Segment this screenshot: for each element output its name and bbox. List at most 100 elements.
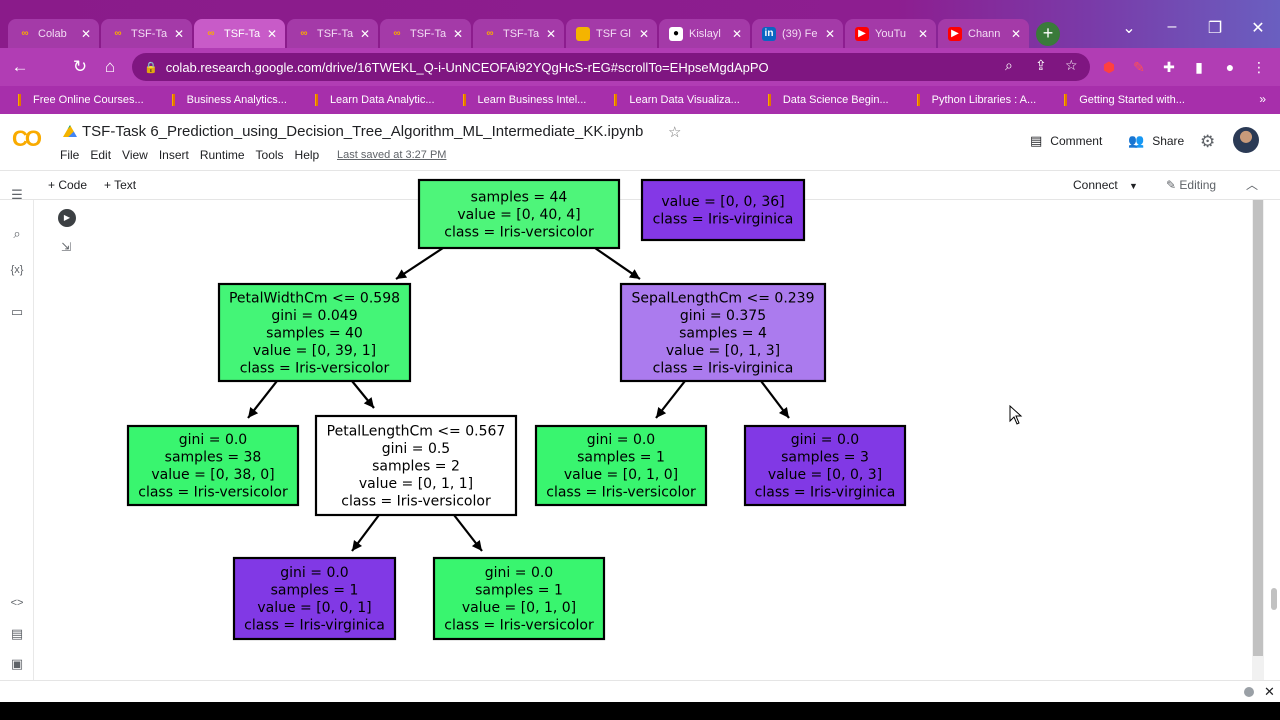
share-page-icon[interactable]: ⇪ [1035,57,1047,73]
star-icon[interactable]: ☆ [668,124,682,141]
tab-close-icon[interactable]: ✕ [173,26,185,41]
browser-tab-label: TSF-Ta [503,27,540,40]
close-window-icon[interactable]: ✕ [1251,20,1265,37]
menu-item-file[interactable]: File [60,148,80,162]
tab-search-chevron-icon[interactable]: ⌄ [1122,20,1136,37]
colab-logo[interactable]: CO [12,126,42,151]
browser-tab[interactable]: ●Kislayl✕ [659,19,750,48]
tab-close-icon[interactable]: ✕ [452,26,464,41]
connect-button[interactable]: Connect ▼ [1073,178,1138,192]
page-scrollbar-track[interactable] [1268,200,1280,680]
browser-tab-label: YouTu [875,27,906,40]
back-arrow-icon[interactable]: ← [11,57,29,76]
gear-icon[interactable]: ⚙ [1200,132,1216,151]
restore-window-icon[interactable]: ❐ [1207,20,1223,37]
bookmark-item[interactable]: Learn Data Analytic... [314,94,435,106]
extensions-puzzle-icon[interactable]: ✚ [1163,59,1175,75]
extension-shield-icon[interactable]: ⬢ [1102,59,1116,75]
new-tab-button[interactable]: + [1036,22,1060,46]
drive-icon[interactable] [63,125,77,137]
home-icon[interactable]: ⌂ [104,57,116,76]
browser-tab[interactable]: in(39) Fe✕ [752,19,843,48]
bookmark-item[interactable]: Free Online Courses... [18,94,144,106]
bookmark-item[interactable]: Learn Business Intel... [462,94,586,106]
command-palette-icon[interactable]: ▤ [10,626,24,641]
bookmark-item[interactable]: Data Science Begin... [767,94,889,106]
chrome-menu-icon[interactable]: ⋮ [1252,59,1266,75]
bookmark-item[interactable]: Getting Started with... [1064,94,1185,106]
avatar[interactable] [1233,127,1259,153]
tab-close-icon[interactable]: ✕ [80,26,92,41]
bookmark-label: Python Libraries : A... [931,94,1037,106]
terminal-icon[interactable]: ▣ [10,656,24,671]
tab-close-icon[interactable]: ✕ [638,26,650,41]
tab-close-icon[interactable]: ✕ [266,26,278,41]
tab-close-icon[interactable]: ✕ [824,26,836,41]
tab-close-icon[interactable]: ✕ [731,26,743,41]
profile-avatar-icon[interactable]: ● [1225,59,1235,75]
bookmark-item[interactable]: Learn Data Visualiza... [614,94,740,106]
tree-node-top-right: value = [0, 0, 36]class = Iris-virginica [640,178,806,242]
menu-item-insert[interactable]: Insert [158,148,189,162]
tree-node-text: class = Iris-virginica [653,212,794,228]
menu-item-runtime[interactable]: Runtime [199,148,245,162]
browser-tab[interactable]: ∞TSF-Ta✕ [287,19,378,48]
menu-item-help[interactable]: Help [294,148,320,162]
menu-item-edit[interactable]: Edit [90,148,112,162]
output-menu-icon[interactable]: ⇲ [61,240,72,254]
folder-icon[interactable]: ▭ [10,304,24,319]
browser-tab[interactable]: TSF Gl✕ [566,19,657,48]
tab-close-icon[interactable]: ✕ [1010,26,1022,41]
bookmark-favicon-icon [18,94,21,106]
reload-icon[interactable]: ↻ [72,57,88,76]
side-panel-icon[interactable]: ▮ [1195,59,1203,75]
tree-node-text: gini = 0.049 [271,308,357,324]
notebook-title[interactable]: TSF-Task 6_Prediction_using_Decision_Tre… [82,123,644,140]
bookmarks-overflow-icon[interactable]: » [1259,92,1266,106]
browser-tab[interactable]: ∞TSF-Ta✕ [101,19,192,48]
browser-tab[interactable]: ∞TSF-Ta✕ [473,19,564,48]
extension-tool-icon[interactable]: ✎ [1133,59,1145,75]
menu-item-tools[interactable]: Tools [255,148,284,162]
page-scrollbar-thumb[interactable] [1271,588,1277,610]
zoom-search-icon[interactable]: ⌕ [1005,57,1013,73]
menu-item-view[interactable]: View [122,148,148,162]
table-of-contents-icon[interactable]: ☰ [11,187,23,202]
browser-tab[interactable]: ∞Colab✕ [8,19,99,48]
minimize-window-icon[interactable]: – [1167,18,1177,35]
variables-icon[interactable]: {x} [10,264,24,276]
run-cell-button[interactable]: ▶ [58,209,76,227]
address-bar[interactable]: 🔒 colab.research.google.com/drive/16TWEK… [132,53,1090,81]
tree-node-text: value = [0, 1, 0] [564,467,678,483]
browser-tab[interactable]: ∞TSF-Ta✕ [380,19,471,48]
browser-tab[interactable]: ∞TSF-Ta✕ [194,19,285,48]
collapse-header-chevron-icon[interactable]: ︿ [1246,178,1259,192]
bookmark-star-icon[interactable]: ☆ [1065,57,1078,73]
tab-close-icon[interactable]: ✕ [917,26,929,41]
tree-node-text: class = Iris-versicolor [546,485,696,501]
code-snippets-icon[interactable]: <> [10,597,24,609]
add-code-button[interactable]: + Code [48,178,88,192]
comment-label: Comment [1050,134,1103,148]
browser-tab-strip: ∞Colab✕∞TSF-Ta✕∞TSF-Ta✕∞TSF-Ta✕∞TSF-Ta✕∞… [0,0,1280,48]
browser-tab[interactable]: ▶YouTu✕ [845,19,936,48]
search-icon[interactable]: ⌕ [13,226,21,241]
tab-close-icon[interactable]: ✕ [359,26,371,41]
share-button[interactable]: 👥 Share [1128,133,1184,149]
tree-node-text: value = [0, 0, 3] [768,467,882,483]
tree-edge-arrowhead [248,407,259,418]
add-text-button[interactable]: + Text [104,178,137,192]
browser-tab[interactable]: ▶Chann✕ [938,19,1029,48]
colab-icon: ∞ [207,28,215,39]
tree-node-box [417,178,621,250]
close-icon[interactable]: ✕ [1264,684,1275,699]
tree-node-text: class = Iris-versicolor [341,493,491,509]
cell-scrollbar-thumb[interactable] [1253,200,1263,656]
colab-header: CO TSF-Task 6_Prediction_using_Decision_… [0,114,1280,170]
bookmark-item[interactable]: Business Analytics... [171,94,287,106]
comment-button[interactable]: ▤ Comment [1030,133,1102,149]
editing-mode-button[interactable]: ✎ Editing [1166,178,1216,192]
last-saved-link[interactable]: Last saved at 3:27 PM [337,149,447,161]
tab-close-icon[interactable]: ✕ [545,26,557,41]
bookmark-item[interactable]: Python Libraries : A... [916,94,1037,106]
